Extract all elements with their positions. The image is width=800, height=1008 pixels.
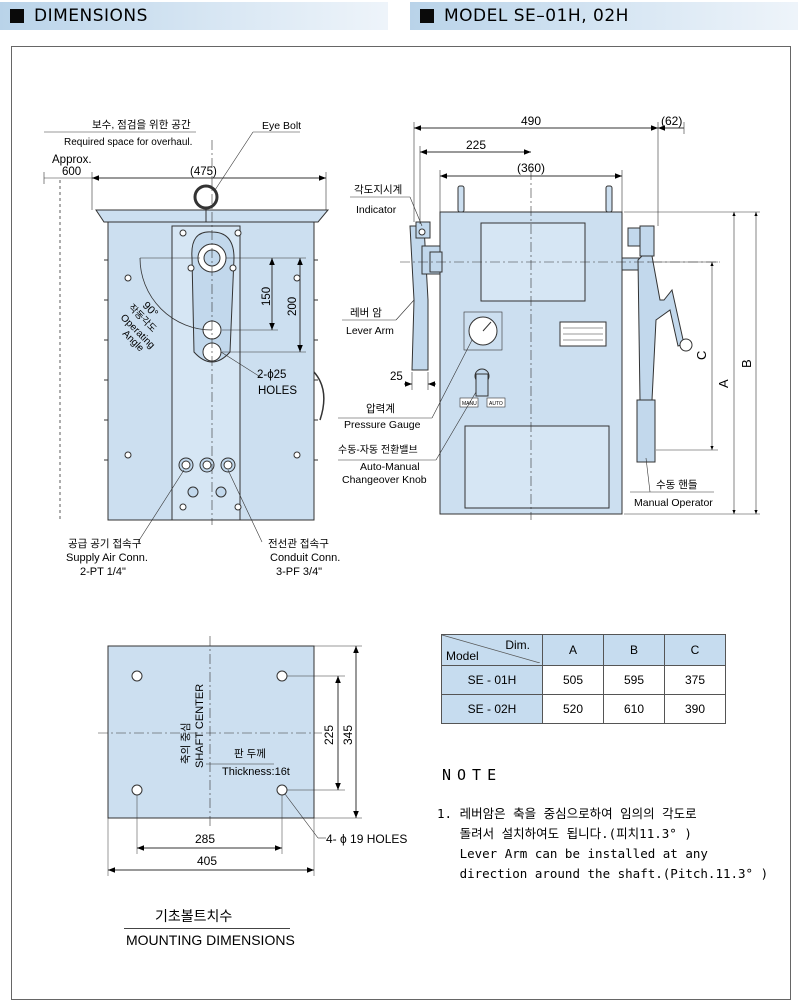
header-title: DIMENSIONS: [34, 6, 148, 26]
changeover-en1: Auto-Manual: [360, 461, 420, 473]
header-title: MODEL SE–01H, 02H: [444, 6, 629, 26]
maintenance-label-ko: 보수, 점검을 위한 공간: [92, 118, 191, 131]
cell-a: 505: [542, 665, 604, 695]
right-view-labels: 490 (62) 225 (360) 각도지시계 Indicator 레버 암 …: [338, 114, 754, 509]
mount-holes-label: 4- ϕ 19 HOLES: [326, 832, 407, 846]
cell-c: 375: [664, 665, 726, 695]
table-corner: Dim. Model: [441, 634, 543, 666]
changeover-ko: 수동-자동 전환밸브: [338, 444, 418, 456]
dim-225-mount: 225: [322, 725, 336, 745]
cell-b: 610: [603, 694, 665, 724]
dim-490: 490: [521, 114, 541, 128]
dim-600: 600: [62, 166, 81, 178]
manual-operator-en: Manual Operator: [634, 497, 713, 509]
eye-bolt-label: Eye Bolt: [262, 120, 301, 132]
dim-c-label: C: [694, 351, 709, 360]
dim-285: 285: [195, 832, 215, 846]
dim-62: (62): [661, 114, 682, 128]
column-header: B: [603, 634, 665, 666]
dim-200: 200: [287, 297, 299, 316]
thickness-en: Thickness:16t: [222, 766, 290, 778]
indicator-en: Indicator: [356, 204, 397, 216]
dim-360: (360): [517, 161, 545, 175]
right-view: [338, 122, 760, 520]
note-line: Lever Arm can be installed at any: [437, 846, 708, 861]
maintenance-label-en: Required space for overhaul.: [64, 137, 192, 148]
supply-air-ko: 공급 공기 접속구: [68, 538, 142, 550]
conduit-ko: 전선관 접속구: [268, 538, 329, 550]
column-header: C: [664, 634, 726, 666]
mounting-labels: 축의 중심 SHAFT CENTER 판 두께 Thickness:16t 22…: [180, 684, 407, 868]
dim-225: 225: [466, 138, 486, 152]
corner-dim-label: Dim.: [505, 638, 530, 652]
cell-a: 520: [542, 694, 604, 724]
pressure-gauge-en: Pressure Gauge: [344, 419, 421, 431]
left-view: [43, 131, 330, 543]
conduit-size: 3-PF 3/4": [276, 566, 322, 578]
cell-b: 595: [603, 665, 665, 695]
mounting-plate: [98, 636, 362, 876]
corner-model-label: Model: [446, 649, 479, 663]
dim-25: 25: [390, 371, 403, 383]
square-bullet-icon: [420, 9, 434, 23]
dim-a-label: A: [716, 379, 731, 388]
mounting-caption-ko: 기초볼트치수: [155, 909, 233, 925]
note-title: NOTE: [442, 766, 503, 784]
holes-count-label: 2-ϕ25: [257, 369, 286, 381]
header-model: MODEL SE–01H, 02H: [410, 2, 798, 30]
dim-150: 150: [261, 287, 273, 306]
shaft-center-en: SHAFT CENTER: [194, 684, 206, 768]
header-dimensions: DIMENSIONS: [0, 2, 388, 30]
table-row: SE - 01H 505 595 375: [441, 665, 726, 695]
note-line: 1. 레버암은 축을 중심으로하여 임의의 각도로: [437, 806, 697, 821]
square-bullet-icon: [10, 9, 24, 23]
shaft-center-ko: 축의 중심: [180, 722, 192, 764]
drawing-frame: [11, 46, 791, 1000]
manu-label: MANU: [462, 401, 477, 407]
dim-345: 345: [341, 725, 355, 745]
pressure-gauge-ko: 압력계: [366, 402, 395, 415]
column-header: A: [542, 634, 604, 666]
dim-b-label: B: [739, 359, 754, 368]
mounting-caption-en: MOUNTING DIMENSIONS: [126, 932, 295, 948]
supply-air-size: 2-PT 1/4": [80, 566, 126, 578]
dim-405: 405: [197, 854, 217, 868]
dimension-table: Dim. Model A B C SE - 01H 505 595 375 SE…: [441, 634, 726, 724]
caption-divider: [124, 928, 290, 929]
note-line: direction around the shaft.(Pitch.11.3° …: [437, 866, 769, 881]
dim-475: (475): [190, 166, 217, 178]
approx-label: Approx.: [52, 154, 92, 166]
manual-operator-ko: 수동 핸들: [656, 479, 698, 491]
supply-air-en: Supply Air Conn.: [66, 552, 148, 564]
table-row: SE - 02H 520 610 390: [441, 694, 726, 724]
changeover-en2: Changeover Knob: [342, 474, 427, 486]
corner-diagonal: [442, 635, 540, 663]
cell-c: 390: [664, 694, 726, 724]
row-model: SE - 02H: [441, 694, 543, 724]
thickness-ko: 판 두께: [234, 748, 266, 760]
lever-arm-ko: 레버 암: [350, 307, 382, 319]
indicator-ko: 각도지시계: [354, 184, 402, 196]
lever-arm-en: Lever Arm: [346, 325, 394, 337]
note-line: 돌려서 설치하여도 됩니다.(피치11.3° ): [437, 826, 692, 841]
note-body: 1. 레버암은 축을 중심으로하여 임의의 각도로 돌려서 설치하여도 됩니다.…: [437, 804, 769, 884]
conduit-en: Conduit Conn.: [270, 552, 340, 564]
row-model: SE - 01H: [441, 665, 543, 695]
holes-label: HOLES: [258, 385, 297, 397]
auto-label: AUTO: [489, 401, 503, 407]
